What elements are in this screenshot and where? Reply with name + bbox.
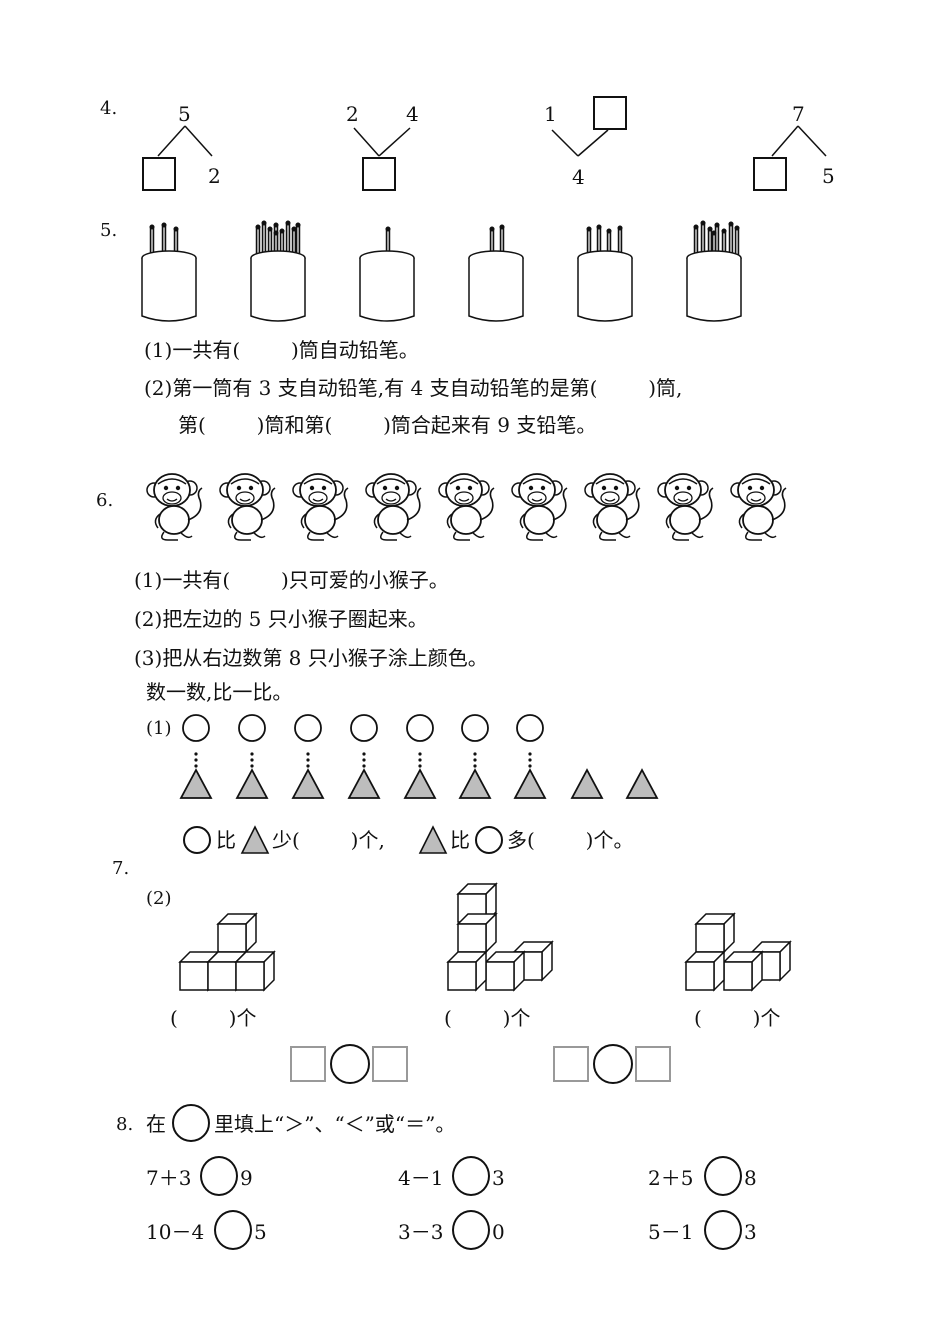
q8-r2c2-value: 0 [492,1220,505,1244]
q8-r2c1-answer-circle[interactable] [214,1210,252,1250]
circle-symbol-icon [183,826,211,854]
monkey-7-icon[interactable] [582,470,644,542]
q7-answer-1: ( )个 [170,1006,257,1030]
q4-item3-lines [551,129,609,157]
cup-3-icon [359,227,415,322]
question-5-number: 5. [100,220,118,241]
q6-compare-a: 比 [216,828,236,852]
monkey-4-icon[interactable] [363,470,425,542]
monkey-9-icon[interactable] [728,470,790,542]
q6-line-1: (1)一共有( )只可爱的小猴子。 [134,568,449,592]
cup-4-icon [468,225,524,322]
q5-line-2: (2)第一筒有 3 支自动铅笔,有 4 支自动铅笔的是第( )筒, [144,376,683,400]
question-4-number: 4. [100,98,118,119]
q4-item4-top: 7 [792,102,805,126]
q8-r2c3-value: 3 [744,1220,757,1244]
circles-triangles-illustration [180,714,658,799]
q4-item3-answer-box[interactable] [593,96,627,130]
monkey-3-icon[interactable] [290,470,352,542]
pencil-cups-illustration [141,218,742,322]
monkey-8-icon[interactable] [655,470,717,542]
q8-r2c3-expr: 5－1 [648,1220,694,1244]
circle-symbol-icon [475,826,503,854]
q4-item2-right: 4 [406,102,419,126]
q4-item1-answer-box[interactable] [142,157,176,191]
q4-item3-left: 1 [544,102,557,126]
q7-compare-1-circle[interactable] [330,1044,370,1084]
monkey-5-icon[interactable] [436,470,498,542]
triangle-symbol-icon [418,825,448,854]
q8-r1c1-expr: 7＋3 [146,1166,192,1190]
q8-instruction-b: 里填上“＞”、“＜”或“＝”。 [214,1112,456,1136]
q5-line-1: (1)一共有( )筒自动铅笔。 [144,338,419,362]
q8-r2c2-expr: 3－3 [398,1220,444,1244]
q4-item4-answer-box[interactable] [753,157,787,191]
q8-r1c2-expr: 4－1 [398,1166,444,1190]
monkey-1-icon[interactable] [144,470,206,542]
q7-sub-2: (2) [146,888,172,909]
q6-compare-c: 比 [450,828,470,852]
triangle-symbol-icon [240,825,270,854]
monkey-6-icon[interactable] [509,470,571,542]
q7-compare-2-box-right[interactable] [635,1046,671,1082]
q8-instruction-circle-icon [172,1104,210,1142]
cube-figure-1 [179,913,275,991]
q7-compare-1-box-left[interactable] [290,1046,326,1082]
q4-item2-left: 2 [346,102,359,126]
q7-compare-2-box-left[interactable] [553,1046,589,1082]
q4-item2-answer-box[interactable] [362,157,396,191]
q8-r2c1-value: 5 [254,1220,267,1244]
q8-r1c3-expr: 2＋5 [648,1166,694,1190]
monkey-2-icon[interactable] [217,470,279,542]
q7-answer-2: ( )个 [444,1006,531,1030]
q4-item4-right: 5 [822,164,835,188]
q8-r1c2-answer-circle[interactable] [452,1156,490,1196]
cup-6-icon [686,221,742,322]
q6-sub-1: (1) [146,718,172,739]
q4-item4-lines [771,125,827,157]
cube-figure-2 [447,883,553,991]
cup-5-icon [577,225,633,322]
question-6-number: 6. [96,490,114,511]
question-8-number: 8. [116,1114,134,1135]
q8-r2c1-expr: 10－4 [146,1220,205,1244]
q6-line-2: (2)把左边的 5 只小猴子圈起来。 [134,607,428,631]
q6-line-4: 数一数,比一比。 [146,680,293,704]
q4-item1-lines [157,125,213,157]
q8-instruction-a: 在 [146,1112,166,1136]
q8-r2c2-answer-circle[interactable] [452,1210,490,1250]
q4-item2-lines [353,127,411,157]
q8-r1c3-answer-circle[interactable] [704,1156,742,1196]
q7-compare-2-circle[interactable] [593,1044,633,1084]
q8-r2c3-answer-circle[interactable] [704,1210,742,1250]
q5-line-3: 第( )筒和第( )筒合起来有 9 支铅笔。 [178,413,597,437]
q8-r1c1-answer-circle[interactable] [200,1156,238,1196]
q4-item3-bottom: 4 [572,165,585,189]
q8-r1c3-value: 8 [744,1166,757,1190]
q4-item1-top: 5 [178,102,191,126]
q4-item1-right: 2 [208,164,221,188]
q7-compare-1-box-right[interactable] [372,1046,408,1082]
q6-compare-d: 多( )个。 [507,828,634,852]
q8-r1c2-value: 3 [492,1166,505,1190]
q8-r1c1-value: 9 [240,1166,253,1190]
q6-line-3: (3)把从右边数第 8 只小猴子涂上颜色。 [134,646,488,670]
cube-figure-3 [685,913,791,991]
q6-compare-b: 少( )个, [272,828,385,852]
cup-2-icon [250,221,306,322]
question-7-number: 7. [112,858,130,879]
cup-1-icon [141,223,197,322]
q7-answer-3: ( )个 [694,1006,781,1030]
